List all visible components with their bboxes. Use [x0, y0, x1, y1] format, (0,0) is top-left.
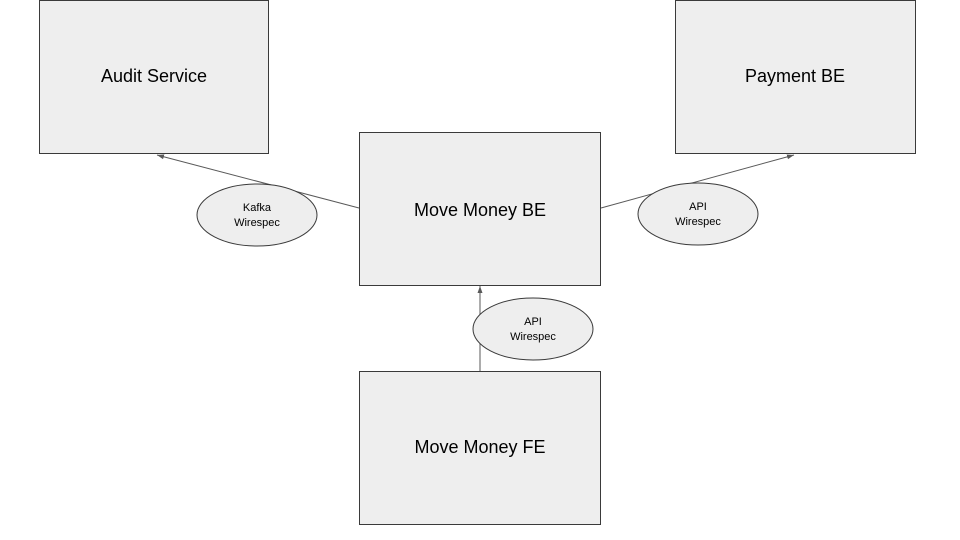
edge-label-line-2: Wirespec — [234, 217, 280, 229]
edge-move-money-be-to-audit-service — [156, 154, 360, 209]
edge-label-api-wirespec-fe[interactable]: API Wirespec — [472, 297, 594, 361]
svg-text:Wirespec: Wirespec — [234, 217, 280, 229]
node-payment-be-label: Payment BE — [745, 66, 845, 86]
svg-text:API: API — [689, 201, 707, 213]
node-move-money-be[interactable]: Move Money BE — [359, 132, 601, 286]
svg-text:Wirespec: Wirespec — [675, 216, 721, 228]
node-audit-service[interactable]: Audit Service — [39, 0, 269, 154]
svg-text:Wirespec: Wirespec — [510, 331, 556, 343]
edge-label-kafka-wirespec[interactable]: Kafka Wirespec — [196, 183, 318, 247]
svg-text:API: API — [524, 316, 542, 328]
node-audit-service-label: Audit Service — [101, 66, 207, 86]
edge-label-line-1: API — [689, 201, 707, 213]
edge-move-money-be-to-payment-be — [600, 154, 795, 209]
edge-label-line-1: API — [524, 316, 542, 328]
edge-label-line-2: Wirespec — [675, 216, 721, 228]
edge-label-line-1: Kafka — [243, 202, 272, 214]
node-move-money-fe[interactable]: Move Money FE — [359, 371, 601, 525]
svg-text:Kafka: Kafka — [243, 202, 272, 214]
node-payment-be[interactable]: Payment BE — [675, 0, 916, 154]
node-move-money-fe-label: Move Money FE — [414, 437, 545, 457]
node-move-money-be-label: Move Money BE — [414, 200, 546, 220]
edge-label-api-wirespec-payment[interactable]: API Wirespec — [637, 182, 759, 246]
edge-label-line-2: Wirespec — [510, 331, 556, 343]
